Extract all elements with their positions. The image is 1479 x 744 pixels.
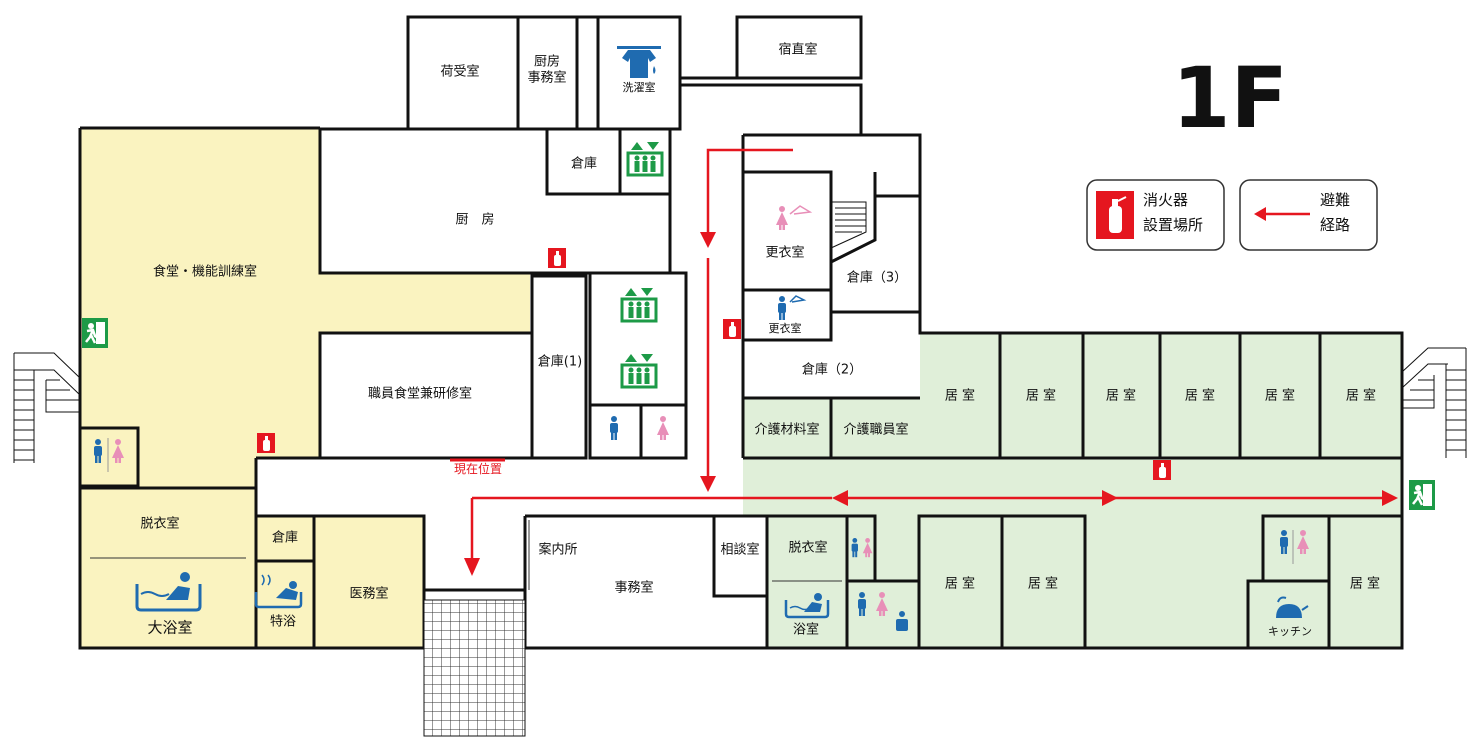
dining-zone	[80, 128, 530, 488]
legend-evacuation-line2: 経路	[1320, 216, 1350, 234]
legend-evacuation-line1: 避難	[1320, 191, 1350, 209]
accessible-restroom-icon	[858, 592, 908, 631]
legend-extinguisher-line2: 設置場所	[1143, 216, 1203, 234]
room-jimu: 事務室	[614, 580, 653, 596]
extinguisher-icon	[723, 319, 741, 339]
room-chubo-jimu-1: 厨房	[534, 54, 560, 70]
room-annai: 案内所	[538, 542, 577, 558]
room-shokudo: 食堂・機能訓練室	[153, 264, 257, 280]
kettle-icon	[1276, 596, 1309, 618]
evacuation-arrowheads	[464, 232, 1398, 576]
evacuation-arrow-icon	[1254, 207, 1310, 221]
room-staff-dining: 職員食堂兼研修室	[368, 386, 472, 402]
room-souko2: 倉庫（2）	[802, 363, 862, 378]
room-kyo-2: 居 室	[1026, 388, 1056, 404]
extinguisher-icon	[257, 433, 275, 453]
room-datsui-right: 脱衣室	[788, 540, 827, 556]
residential-zone	[743, 333, 1402, 648]
legend-extinguisher-line1: 消火器	[1143, 191, 1188, 209]
current-position-label: 現在位置	[454, 461, 502, 476]
room-kyo-8: 居 室	[1028, 576, 1058, 592]
restroom-icon	[1280, 530, 1309, 564]
room-souko1: 倉庫(1)	[538, 355, 582, 370]
legend-extinguisher: 消火器 設置場所	[1086, 179, 1225, 251]
room-chubo: 厨 房	[455, 212, 494, 228]
current-position-marker: 現在位置	[450, 458, 505, 476]
room-kyo-5: 居 室	[1265, 388, 1295, 404]
extinguisher-icon	[1096, 191, 1134, 239]
room-kyo-6: 居 室	[1346, 388, 1376, 404]
male-changing-icon	[778, 295, 807, 320]
room-shukuchoku: 宿直室	[778, 42, 817, 58]
elevator-icon	[626, 140, 664, 177]
room-kyo-9: 居 室	[1350, 576, 1380, 592]
emergency-exit-icon	[1407, 478, 1437, 512]
male-restroom-icon	[610, 416, 618, 440]
room-kitchen: キッチン	[1268, 625, 1312, 638]
laundry-shirt-icon	[617, 46, 661, 78]
room-datsui-left: 脱衣室	[140, 516, 179, 532]
room-labels: 荷受室 厨房 事務室 洗濯室 宿直室 倉庫 厨 房 食堂・機能訓練室 更衣室 更…	[140, 42, 1380, 639]
room-yokushitsu: 浴室	[793, 622, 819, 638]
stairs-right	[1401, 347, 1467, 458]
room-kaigo-zairyo: 介護材料室	[754, 422, 819, 438]
room-koui-female: 更衣室	[765, 245, 804, 261]
floor-label: 1F	[1172, 49, 1288, 147]
walls	[78, 15, 1404, 650]
room-chubo-jimu-2: 事務室	[527, 70, 566, 86]
room-kyo-4: 居 室	[1185, 388, 1215, 404]
room-sodan: 相談室	[720, 542, 759, 558]
room-nieuke: 荷受室	[440, 64, 479, 80]
restroom-icon	[94, 438, 124, 472]
room-daiyoku: 大浴室	[147, 619, 192, 637]
bath-zone	[80, 488, 424, 648]
special-bath-icon	[254, 574, 303, 609]
room-kyo-1: 居 室	[945, 388, 975, 404]
stairs-center	[830, 201, 867, 249]
stairs-left	[13, 352, 81, 463]
room-kaigo-shokuin: 介護職員室	[843, 422, 908, 438]
room-souko3: 倉庫（3）	[847, 271, 907, 286]
bathtub-icon	[135, 572, 202, 612]
legend-evacuation: 避難 経路	[1239, 179, 1378, 251]
female-changing-icon	[776, 205, 813, 230]
room-tokuyoku: 特浴	[270, 615, 296, 630]
female-restroom-icon	[657, 416, 669, 440]
thin-separators	[90, 520, 842, 590]
bathtub-icon	[784, 593, 830, 619]
room-souko-kitchen: 倉庫	[571, 157, 597, 172]
extinguisher-icon	[548, 248, 566, 268]
room-kyo-3: 居 室	[1106, 388, 1136, 404]
elevator-icon	[620, 352, 658, 389]
extinguisher-icon	[1153, 460, 1171, 480]
room-koui-male: 更衣室	[769, 321, 802, 335]
room-kyo-7: 居 室	[945, 576, 975, 592]
room-imu: 医務室	[349, 586, 388, 602]
room-sentaku: 洗濯室	[623, 80, 656, 94]
elevator-icon	[620, 286, 658, 323]
emergency-exit-icon	[80, 316, 110, 350]
room-souko-small: 倉庫	[272, 531, 298, 546]
entrance-grating	[423, 599, 526, 737]
